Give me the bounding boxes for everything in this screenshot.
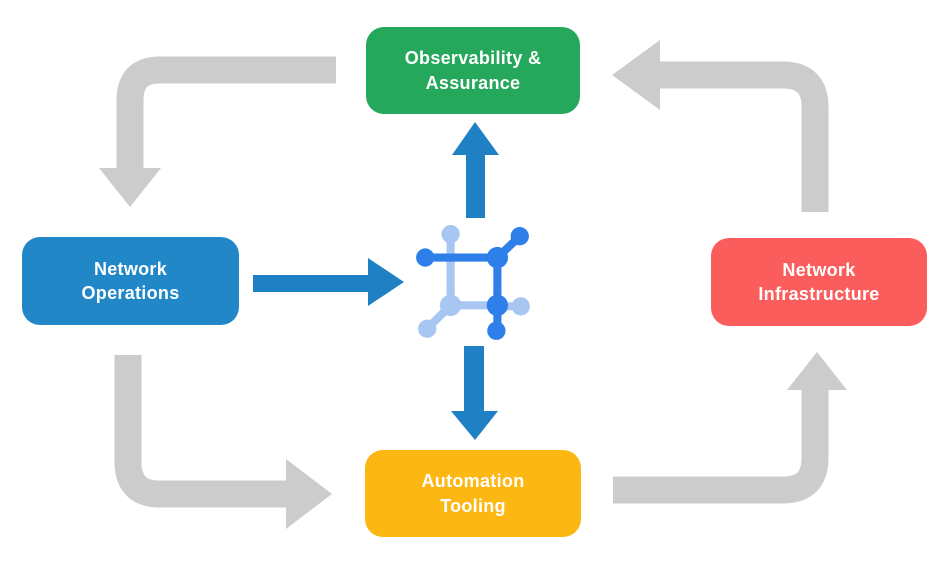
arrow-observability-to-operations (99, 56, 336, 207)
node-label: Network Infrastructure (758, 258, 879, 307)
arrow-head-up (787, 352, 847, 390)
node-label: Observability & Assurance (405, 46, 542, 95)
arrow-shaft (116, 56, 336, 172)
node-network-infrastructure: Network Infrastructure (711, 238, 927, 326)
node-label: Automation Tooling (422, 469, 525, 518)
node-label-line1: Automation (421, 471, 525, 492)
arrow-head-down (99, 168, 161, 207)
arrow-operations-to-center (253, 258, 404, 306)
arrow-infrastructure-to-observability (612, 40, 829, 212)
arrow-shaft (613, 390, 829, 504)
arrow-head-right (286, 459, 332, 529)
node-label-line1: Network (782, 259, 856, 280)
node-label-line1: Observability & (404, 48, 542, 69)
network-icon-primary-dots (416, 227, 529, 340)
node-label-line2: Tooling (440, 495, 506, 516)
arrow-center-to-automation (451, 346, 498, 440)
arrow-shaft (114, 355, 288, 508)
arrow-head-left (612, 40, 660, 110)
node-label-line2: Assurance (425, 72, 521, 93)
node-label-line2: Operations (81, 283, 180, 303)
node-label-line1: Network (93, 258, 168, 279)
arrow-shaft (656, 61, 829, 212)
network-node-icon (416, 225, 530, 340)
arrow-operations-to-automation (114, 355, 332, 529)
node-observability-assurance: Observability & Assurance (366, 27, 580, 114)
node-label-line2: Infrastructure (758, 284, 880, 304)
node-label: Network Operations (81, 257, 179, 306)
network-icon-secondary-dots (418, 225, 530, 338)
node-automation-tooling: Automation Tooling (365, 450, 581, 537)
arrow-center-to-observability (452, 122, 499, 218)
node-network-operations: Network Operations (22, 237, 239, 325)
arrow-automation-to-infrastructure (613, 352, 847, 504)
